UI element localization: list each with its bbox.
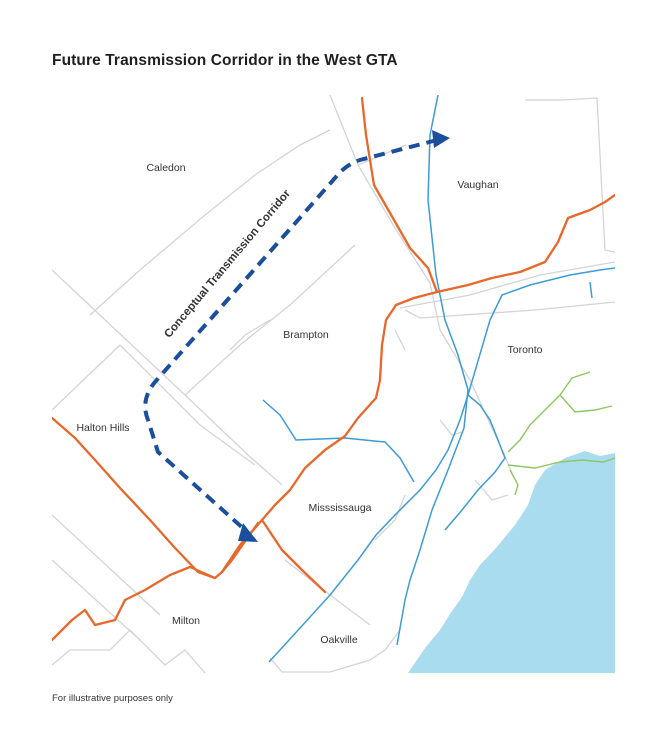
corridor-arrowhead-east — [432, 130, 450, 148]
label-caledon: Caledon — [146, 162, 185, 174]
label-vaughan: Vaughan — [457, 179, 498, 191]
label-milton: Milton — [172, 615, 200, 627]
conceptual-corridor-path — [143, 138, 438, 532]
label-toronto: Toronto — [507, 344, 542, 356]
label-mississauga: Misssissauga — [308, 502, 371, 514]
blue-transit-lines — [262, 95, 615, 663]
transmission-lines — [52, 96, 615, 642]
label-brampton: Brampton — [283, 329, 329, 341]
lake-ontario — [408, 451, 615, 673]
green-transit-lines — [507, 371, 615, 496]
corridor-arrowhead-south — [238, 523, 258, 542]
footnote: For illustrative purposes only — [52, 693, 173, 704]
label-halton-hills: Halton Hills — [76, 422, 129, 434]
municipal-boundaries — [52, 95, 615, 674]
map-title: Future Transmission Corridor in the West… — [52, 52, 398, 69]
label-oakville: Oakville — [320, 634, 358, 646]
